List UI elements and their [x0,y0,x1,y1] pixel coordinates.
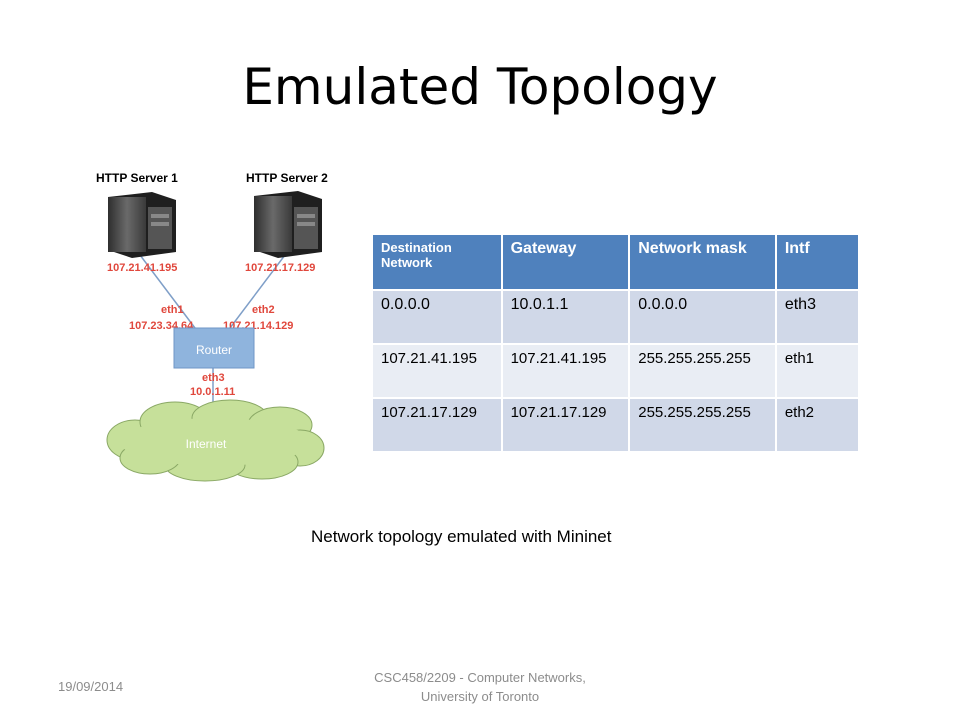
footer-course-line1: CSC458/2209 - Computer Networks, [374,670,586,685]
table-cell: 107.21.41.195 [371,343,503,399]
footer-date: 19/09/2014 [58,679,124,694]
server2-label: HTTP Server 2 [246,171,328,185]
network-topology-diagram: HTTP Server 1 107.21.41.195 HTTP Server … [96,171,328,482]
footer-course: CSC458/2209 - Computer Networks, Univers… [330,668,630,706]
eth3-label: eth3 [202,372,225,384]
figure-caption: Network topology emulated with Mininet [311,527,612,546]
router-label: Router [196,343,232,357]
footer-course-line2: University of Toronto [420,689,540,704]
table-cell: 255.255.255.255 [628,343,777,399]
table-cell: eth3 [774,289,861,345]
header-destination-network: Destination Network [371,233,503,291]
table-cell: eth2 [774,397,861,453]
header-network-mask: Network mask [628,233,777,291]
routing-table: Destination Network Gateway Network mask… [371,233,861,453]
router-box [173,327,255,369]
table-cell: 107.21.17.129 [500,397,631,453]
routing-table-header-row: Destination Network Gateway Network mask… [371,233,861,291]
server2-ip: 107.21.17.129 [245,262,315,274]
table-cell: 0.0.0.0 [628,289,777,345]
slide-title: Emulated Topology [242,58,718,116]
table-cell: 10.0.1.1 [500,289,631,345]
table-cell: 255.255.255.255 [628,397,777,453]
server1-label: HTTP Server 1 [96,171,178,185]
table-row: 0.0.0.0 10.0.1.1 0.0.0.0 eth3 [371,289,861,345]
http-server-1-icon [108,192,176,258]
table-cell: 107.21.41.195 [500,343,631,399]
http-server-2-icon [254,191,322,258]
table-cell: 0.0.0.0 [371,289,503,345]
table-row: 107.21.41.195 107.21.41.195 255.255.255.… [371,343,861,399]
header-intf: Intf [774,233,861,291]
table-row: 107.21.17.129 107.21.17.129 255.255.255.… [371,397,861,453]
internet-label: Internet [186,437,227,451]
eth2-label: eth2 [252,304,275,316]
header-destination-network-text: Destination Network [381,240,452,270]
link-server2-router [229,254,286,329]
table-cell: eth1 [774,343,861,399]
link-server1-router [139,254,196,329]
eth1-label: eth1 [161,304,184,316]
header-gateway: Gateway [500,233,631,291]
table-cell: 107.21.17.129 [371,397,503,453]
eth3-ip: 10.0.1.11 [190,386,235,398]
server1-ip: 107.21.41.195 [107,262,177,274]
